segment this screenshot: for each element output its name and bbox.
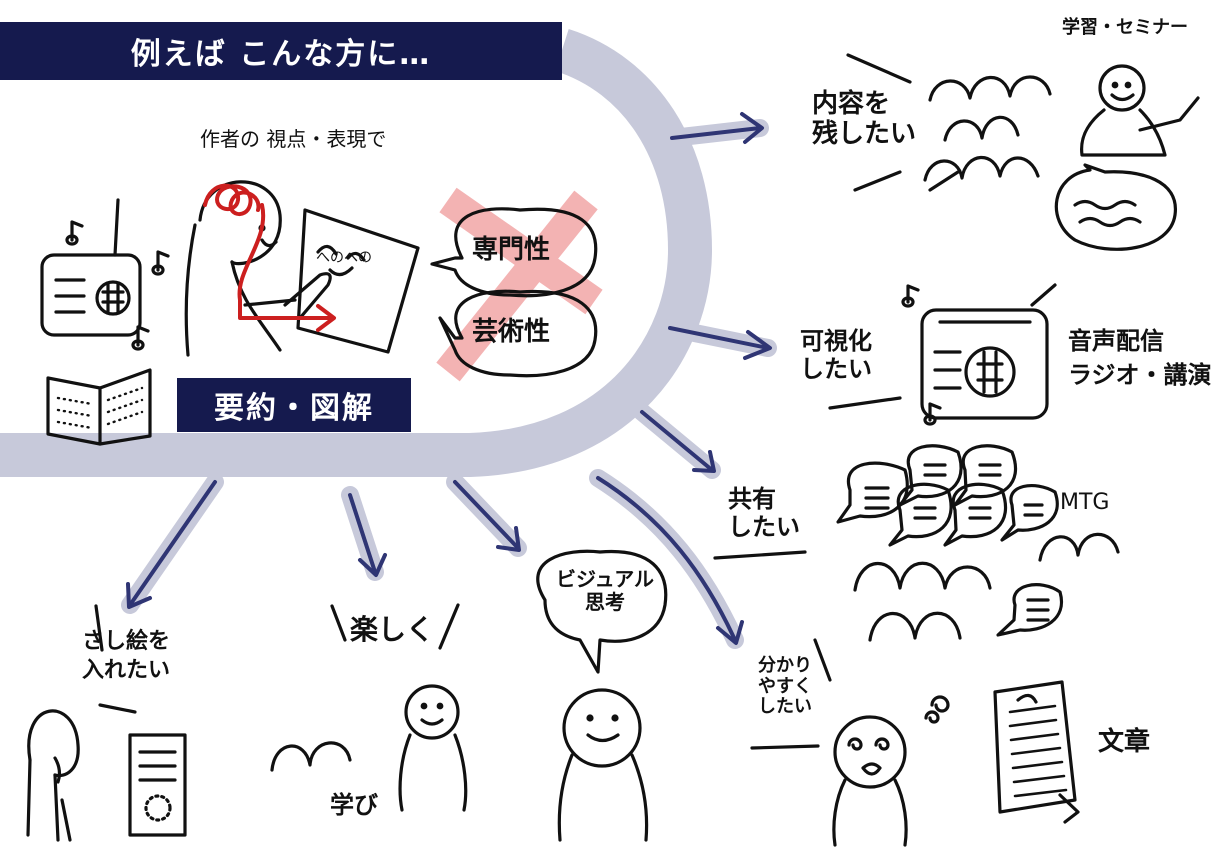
arrow-to-fun bbox=[341, 486, 387, 581]
arrow-to-audio bbox=[661, 319, 777, 360]
audio-desire: 可視化 したい bbox=[800, 327, 872, 383]
title-text: 例えば こんな方に… bbox=[130, 37, 432, 72]
seminar-speaker bbox=[1054, 64, 1200, 251]
author-caption: 作者の 視点・表現で bbox=[200, 127, 387, 151]
visual-thinker bbox=[536, 549, 668, 842]
clarity-context: 文章 bbox=[1098, 727, 1151, 757]
fun-context: 学び bbox=[330, 791, 378, 819]
arrow-to-seminar bbox=[663, 112, 769, 147]
seminar-audience bbox=[846, 53, 1052, 192]
arrow-to-illustration bbox=[121, 473, 224, 614]
author-figure bbox=[184, 180, 420, 357]
arrow-to-clarity bbox=[589, 469, 744, 649]
meeting-desire: 共有 したい bbox=[728, 485, 800, 541]
meeting-context: MTG bbox=[1060, 490, 1110, 515]
audio-radio-icon bbox=[828, 283, 1057, 426]
meeting-people bbox=[713, 532, 1120, 642]
seminar-desire: 内容を 残したい bbox=[812, 89, 917, 149]
arrow-to-meeting bbox=[633, 403, 721, 479]
flow-band bbox=[0, 29, 712, 477]
arrow-to-visual bbox=[446, 473, 527, 557]
board-text: へのへの bbox=[316, 250, 372, 266]
seminar-context: 学習・セミナー bbox=[1062, 17, 1188, 38]
bubble-artistry: 芸術性 bbox=[472, 317, 551, 347]
document-icon bbox=[993, 680, 1080, 824]
meeting-bubbles bbox=[836, 444, 1064, 637]
open-book-icon bbox=[46, 368, 152, 446]
summary-box bbox=[177, 378, 411, 432]
audio-context: 音声配信 ラジオ・講演 bbox=[1068, 327, 1212, 389]
thinking-person bbox=[26, 604, 137, 842]
title-banner bbox=[0, 22, 562, 80]
framed-picture bbox=[128, 733, 187, 837]
bubble-specialty: 専門性 bbox=[472, 235, 551, 265]
dizzy-person bbox=[750, 638, 950, 847]
summary-label: 要約・図解 bbox=[214, 391, 374, 426]
fun-desire: 楽しく bbox=[350, 613, 435, 646]
illustration-desire: さし絵を 入れたい bbox=[82, 629, 171, 683]
visual-desire: ビジュアル 思考 bbox=[556, 567, 654, 614]
clarity-desire: 分かり やすく したい bbox=[758, 655, 812, 718]
rejected-bubbles bbox=[430, 187, 603, 382]
happy-person bbox=[270, 603, 468, 812]
radio-icon bbox=[40, 198, 170, 351]
